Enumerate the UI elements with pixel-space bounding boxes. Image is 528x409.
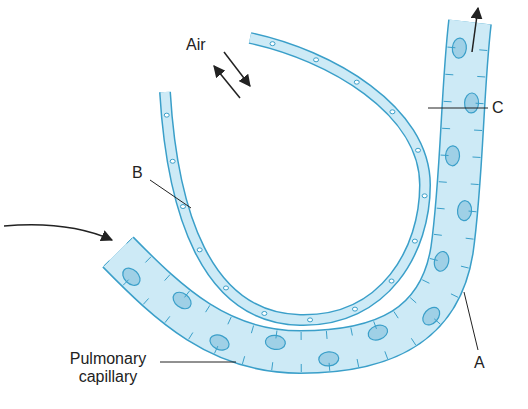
cell-nucleus <box>432 250 450 273</box>
cell-nucleus <box>416 148 421 152</box>
blood-out-arrow <box>472 8 478 52</box>
cell-nucleus <box>390 110 395 114</box>
cell-nucleus <box>422 194 427 198</box>
cell-border <box>272 362 273 370</box>
cell-border <box>145 257 151 263</box>
cell-border <box>442 128 450 129</box>
blood-in-arrow <box>4 225 112 240</box>
cell-border <box>439 181 447 183</box>
cell-border <box>469 211 477 213</box>
cell-nucleus <box>308 318 313 322</box>
cell-nucleus <box>180 205 185 209</box>
cell-border <box>473 156 481 157</box>
cell-border <box>104 260 110 266</box>
cell-nucleus <box>314 58 319 62</box>
cell-border <box>329 363 331 371</box>
cell-border <box>385 351 388 358</box>
cell-border <box>471 183 479 185</box>
cell-border <box>422 280 429 284</box>
cell-border <box>165 275 170 281</box>
cell-nucleus <box>207 332 231 353</box>
leader-line <box>160 362 236 363</box>
cell-border <box>474 130 482 131</box>
cell-border <box>434 319 440 324</box>
cell-border <box>476 103 484 104</box>
cell-border <box>441 155 449 156</box>
cell-nucleus <box>354 80 359 84</box>
air-label: Air <box>186 36 206 54</box>
alveolus-wall <box>165 38 425 320</box>
cell-border <box>276 330 277 338</box>
cell-nucleus <box>170 289 194 312</box>
cell-nucleus <box>262 311 267 315</box>
cell-border <box>434 234 442 236</box>
cell-nucleus <box>366 323 390 343</box>
cell-nucleus <box>119 265 143 289</box>
cell-nucleus <box>457 200 473 221</box>
part-letter: B <box>132 164 143 182</box>
part-letter: C <box>492 99 504 117</box>
cell-border <box>394 311 398 318</box>
cell-border <box>374 321 377 328</box>
cell-nucleus <box>419 304 443 328</box>
capillary-wall <box>118 22 470 352</box>
cell-border <box>444 101 452 102</box>
cell-border <box>127 238 133 244</box>
cell-border <box>430 259 438 261</box>
cell-border <box>447 47 455 49</box>
cell-border <box>143 298 148 304</box>
capillary-outline <box>118 22 470 352</box>
cell-border <box>251 326 253 334</box>
cell-border <box>477 76 485 78</box>
air-in-arrow <box>224 52 250 86</box>
leader-line <box>428 108 488 109</box>
cell-nucleus <box>352 307 357 311</box>
cell-nucleus <box>265 334 287 351</box>
cell-border <box>228 317 231 324</box>
cell-border <box>242 356 244 364</box>
cell-nucleus <box>223 286 228 290</box>
cell-border <box>411 338 415 345</box>
cell-border <box>301 332 302 340</box>
air-out-arrow <box>214 66 240 98</box>
cell-nucleus <box>164 113 169 117</box>
cell-border <box>451 294 458 298</box>
cell-border <box>357 359 359 367</box>
cell-nucleus <box>389 279 394 283</box>
cell-border <box>445 74 453 76</box>
cell-border <box>165 316 170 322</box>
cell-border <box>185 291 190 297</box>
cell-border <box>189 333 193 340</box>
part-name: Pulmonary capillary <box>62 350 154 387</box>
cell-border <box>351 328 353 336</box>
alveolus-outline <box>165 38 425 320</box>
cell-border <box>214 346 217 353</box>
cell-nucleus <box>170 159 175 163</box>
cell-border <box>326 331 328 339</box>
cell-border <box>301 364 302 372</box>
cell-nucleus <box>270 42 275 46</box>
part-letter: A <box>474 354 485 372</box>
leader-line <box>464 292 478 350</box>
cell-border <box>466 238 474 240</box>
cell-border <box>479 49 487 51</box>
cell-border <box>206 305 210 312</box>
cell-border <box>461 266 469 268</box>
cell-nucleus <box>412 239 417 243</box>
cell-border <box>437 208 445 210</box>
cell-border <box>123 280 129 286</box>
cell-border <box>410 298 416 303</box>
leader-line <box>150 180 191 208</box>
cell-nucleus <box>197 248 202 252</box>
